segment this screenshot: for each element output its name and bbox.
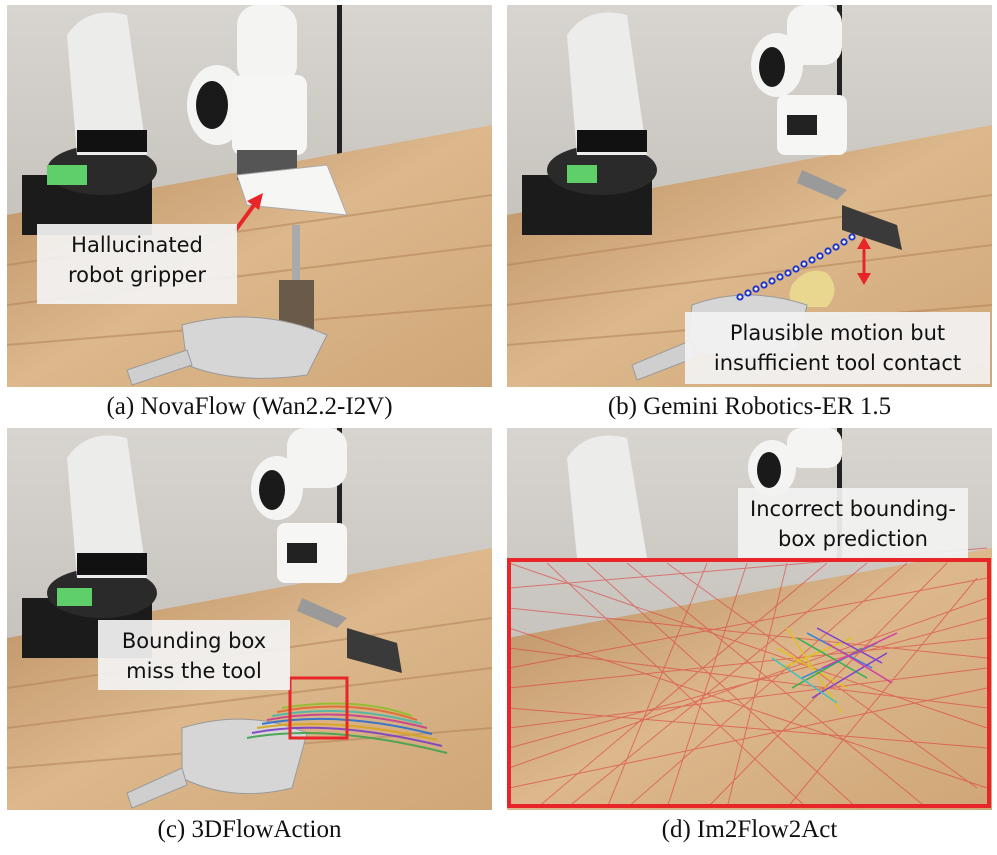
- foreground-robot-arm: [748, 428, 842, 496]
- callout-bbox-miss: Bounding box miss the tool: [98, 620, 290, 690]
- wooden-table: [507, 548, 992, 810]
- brush: [842, 205, 902, 250]
- bounding-box: [288, 676, 349, 740]
- scene-c: [7, 428, 492, 810]
- brush: [347, 628, 402, 673]
- callout-hallucinated-gripper: Hallucinated robot gripper: [37, 224, 237, 304]
- wooden-table: [7, 125, 492, 387]
- background-robot: [522, 12, 657, 235]
- colored-flow-cluster: [771, 627, 898, 714]
- panel-a-photo: [7, 5, 492, 387]
- flow-field: [508, 547, 988, 809]
- red-double-arrow-annotation: [857, 237, 871, 285]
- background-robot: [22, 435, 157, 658]
- scene-d: [507, 428, 992, 810]
- panel-d-photo: [507, 428, 992, 810]
- dustpan: [126, 718, 308, 809]
- cable: [337, 5, 342, 195]
- caption-a: (a) NovaFlow (Wan2.2-I2V): [106, 393, 393, 420]
- panel-c-photo: [7, 428, 492, 810]
- red-arrow-annotation: [233, 193, 263, 233]
- background-robot: [567, 435, 647, 558]
- trajectory-dots: [736, 233, 856, 301]
- caption-c: (c) 3DFlowAction: [157, 816, 342, 843]
- dustpan: [126, 316, 328, 386]
- foreground-robot-arm: [751, 5, 847, 200]
- bounding-box: [507, 558, 991, 808]
- callout-insufficient-contact: Plausible motion but insufficient tool c…: [685, 312, 990, 384]
- callout-incorrect-bbox: Incorrect bounding- box prediction: [738, 488, 968, 558]
- scene-a: [7, 5, 492, 387]
- caption-b: (b) Gemini Robotics-ER 1.5: [607, 393, 892, 420]
- foreground-robot-arm: [251, 428, 347, 628]
- caption-d: (d) Im2Flow2Act: [661, 816, 838, 843]
- foreground-robot-arm: [187, 5, 348, 216]
- cable: [337, 428, 342, 618]
- yellow-object: [789, 270, 835, 307]
